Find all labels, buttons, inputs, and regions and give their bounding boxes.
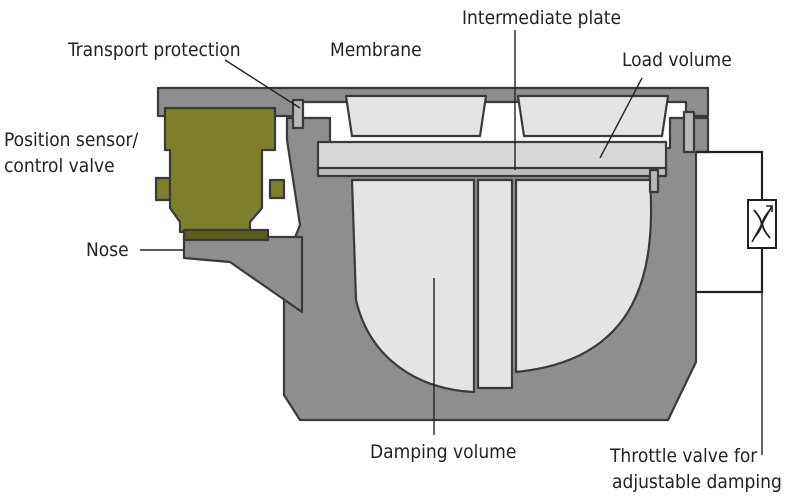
label-intermediate-plate: Intermediate plate — [462, 7, 621, 29]
nose-arm — [182, 235, 304, 314]
label-membrane: Membrane — [330, 39, 422, 61]
membrane-left — [344, 94, 488, 138]
transport-protection-fitting — [291, 98, 305, 130]
fitting-right-top — [682, 110, 696, 154]
lead-transport-protection — [224, 59, 301, 109]
load-volume-plate — [316, 140, 668, 172]
position-sensor-body — [163, 106, 277, 234]
label-transport-protection: Transport protection — [67, 39, 241, 61]
nose-plate — [182, 228, 270, 242]
damping-chamber-right — [514, 178, 653, 374]
damping-chamber-center — [476, 178, 514, 390]
label-damping-volume: Damping volume — [370, 441, 516, 463]
pipe-top — [696, 150, 764, 200]
throttle-arrow-icon — [751, 205, 773, 243]
pipe-bottom — [696, 248, 764, 294]
lead-load-volume — [599, 77, 643, 159]
label-throttle-valve-2: adjustable damping — [612, 471, 782, 493]
label-nose: Nose — [86, 239, 129, 261]
mount-knob-left — [154, 176, 172, 202]
intermediate-plate — [316, 166, 668, 178]
mount-knob-right — [268, 178, 286, 200]
label-position-sensor-2: control valve — [4, 155, 115, 177]
throttle-circuit — [696, 150, 777, 294]
label-position-sensor-1: Position sensor/ — [4, 129, 139, 151]
damping-chamber-left — [350, 178, 476, 394]
membrane-right — [516, 94, 670, 138]
leader-lines — [140, 30, 763, 455]
label-load-volume: Load volume — [622, 49, 732, 71]
fitting-plate-right — [648, 168, 660, 194]
label-throttle-valve-1: Throttle valve for — [609, 445, 758, 467]
